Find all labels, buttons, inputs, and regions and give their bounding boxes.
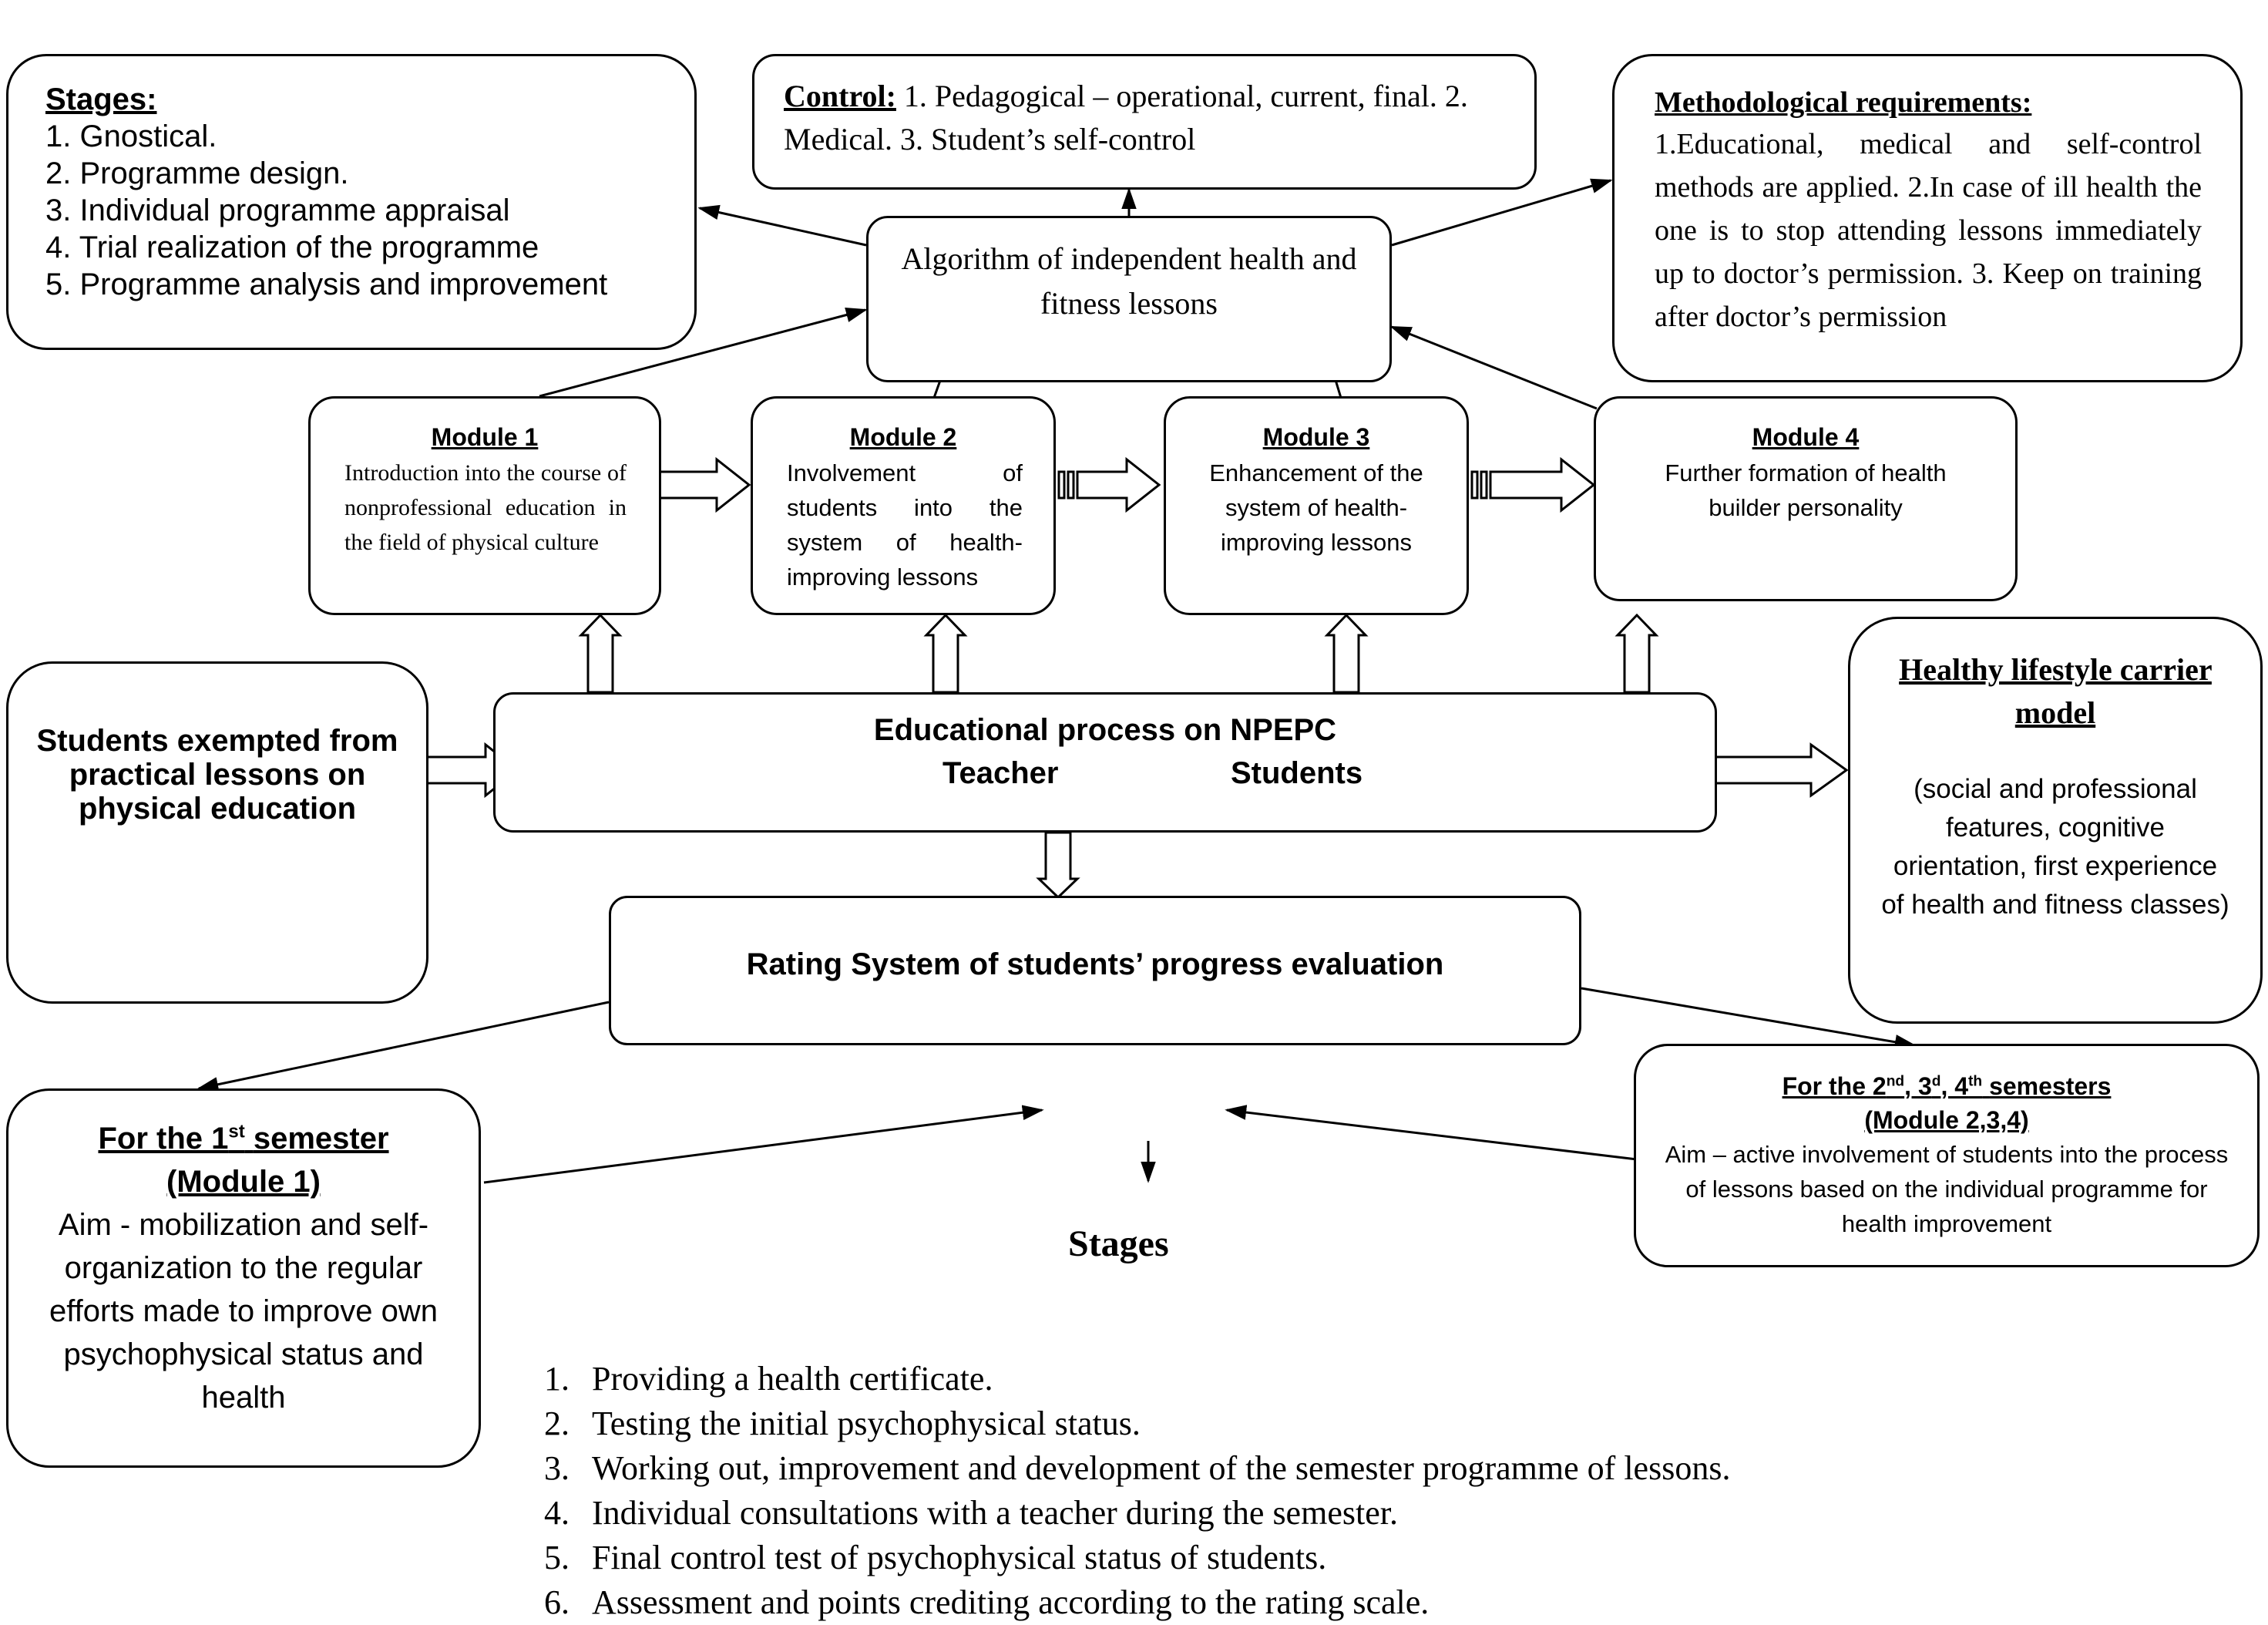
block-arrow-edu-to-module4 xyxy=(1614,613,1659,694)
module-4-box: Module 4 Further formation of health bui… xyxy=(1594,396,2018,601)
later-semesters-title-b: , 3 xyxy=(1904,1072,1932,1100)
bottom-stages-item: 2. Testing the initial psychophysical st… xyxy=(544,1401,2085,1446)
later-semesters-sup3: th xyxy=(1968,1073,1983,1090)
block-arrow-edu-to-module1 xyxy=(578,613,623,694)
module-4-text: Further formation of health builder pers… xyxy=(1665,459,1947,521)
module-1-box: Module 1 Introduction into the course of… xyxy=(308,396,661,615)
later-semesters-title-c: , 4 xyxy=(1940,1072,1969,1100)
bottom-stages-num: 2. xyxy=(544,1405,570,1442)
first-semester-title-b: semester xyxy=(253,1122,389,1156)
bottom-stages-item: 4. Individual consultations with a teach… xyxy=(544,1491,2085,1536)
educational-process-box: Educational process on NPEPC Teacher Stu… xyxy=(493,692,1717,833)
module-2-text: Involvement of students into the system … xyxy=(787,459,1023,590)
later-semesters-sup1: nd xyxy=(1886,1073,1905,1090)
bottom-stages-num: 4. xyxy=(544,1494,570,1532)
stages-item: 2. Programme design. xyxy=(45,156,349,190)
rating-system-box: Rating System of students’ progress eval… xyxy=(609,896,1581,1045)
healthy-lifestyle-text: (social and professional features, cogni… xyxy=(1881,774,2229,920)
arrow-algorithm-to-stages xyxy=(697,204,867,247)
module-2-box: Module 2 Involvement of students into th… xyxy=(751,396,1056,615)
healthy-lifestyle-box: Healthy lifestyle carrier model (social … xyxy=(1848,617,2263,1024)
later-semesters-title: For the 2nd, 3d, 4th semesters xyxy=(1664,1069,2229,1103)
methodological-text: 1.Educational, medical and self-control … xyxy=(1655,128,2202,333)
later-semesters-text: Aim – active involvement of students int… xyxy=(1665,1141,2229,1237)
educational-process-title: Educational process on NPEPC xyxy=(873,713,1337,747)
rating-system-text: Rating System of students’ progress eval… xyxy=(746,947,1444,981)
bottom-stages-list: 1. Providing a health certificate. 2. Te… xyxy=(544,1357,2085,1625)
bottom-stages-num: 6. xyxy=(544,1583,570,1621)
bottom-stages-num: 5. xyxy=(544,1539,570,1576)
stages-box: Stages: 1. Gnostical. 2. Programme desig… xyxy=(6,54,697,350)
stages-list: 1. Gnostical. 2. Programme design. 3. In… xyxy=(45,118,694,303)
bottom-stages-text: Assessment and points crediting accordin… xyxy=(592,1583,1430,1621)
healthy-lifestyle-title-part1: Healthy lifestyle carrier xyxy=(1899,652,2212,687)
stages-item: 1. Gnostical. xyxy=(45,119,217,153)
bottom-stages-item: 3. Working out, improvement and developm… xyxy=(544,1446,2085,1491)
stages-title: Stages: xyxy=(45,82,157,116)
block-arrow-module3-to-module4 xyxy=(1470,456,1596,513)
methodological-box: Methodological requirements: 1.Education… xyxy=(1612,54,2243,382)
bottom-stages-item: 6. Assessment and points crediting accor… xyxy=(544,1580,2085,1625)
module-1-text: Introduction into the course of nonprofe… xyxy=(344,460,627,555)
bottom-stages-title: Stages xyxy=(1068,1223,1169,1264)
arrow-rating-to-later-sem xyxy=(1581,987,1917,1050)
later-semesters-box: For the 2nd, 3d, 4th semesters (Module 2… xyxy=(1634,1044,2260,1267)
arrow-rating-to-first-sem xyxy=(197,1001,610,1092)
first-semester-text: Aim - mobilization and self-organization… xyxy=(49,1208,438,1415)
module-3-text: Enhancement of the system of health-impr… xyxy=(1209,459,1423,556)
block-arrow-edu-to-module3 xyxy=(1324,613,1369,694)
later-semesters-title-a: For the 2 xyxy=(1782,1072,1887,1100)
bottom-stages-text: Individual consultations with a teacher … xyxy=(592,1494,1398,1532)
arrow-module4-to-algorithm xyxy=(1389,325,1598,410)
teacher-label: Teacher xyxy=(942,756,1059,790)
module-4-title: Module 4 xyxy=(1752,423,1860,451)
arrow-later-sem-to-stages xyxy=(1225,1105,1638,1161)
bottom-stages-num: 1. xyxy=(544,1360,570,1398)
first-semester-title-a: For the 1 xyxy=(98,1122,229,1156)
stages-item: 4. Trial realization of the programme xyxy=(45,230,539,264)
healthy-lifestyle-title-part2: model xyxy=(2014,695,2096,730)
arrow-algorithm-to-method xyxy=(1391,178,1613,247)
block-arrow-edu-to-module2 xyxy=(923,613,968,694)
bottom-stages-text: Final control test of psychophysical sta… xyxy=(592,1539,1327,1576)
algorithm-text: Algorithm of independent health and fitn… xyxy=(901,241,1357,321)
bottom-stages-text: Providing a health certificate. xyxy=(592,1360,993,1398)
arrow-first-sem-to-stages xyxy=(483,1105,1044,1184)
exempted-box: Students exempted from practical lessons… xyxy=(6,661,428,1004)
exempted-text: Students exempted from practical lessons… xyxy=(36,724,398,826)
healthy-lifestyle-title: Healthy lifestyle carrier model xyxy=(1889,648,2222,735)
students-label: Students xyxy=(1231,756,1363,790)
control-title: Control: xyxy=(784,79,896,113)
stages-item: 5. Programme analysis and improvement xyxy=(45,267,608,301)
methodological-title: Methodological requirements: xyxy=(1655,86,2032,119)
module-3-title: Module 3 xyxy=(1262,423,1370,451)
first-semester-subtitle: (Module 1) xyxy=(166,1165,321,1199)
first-semester-box: For the 1st semester (Module 1) Aim - mo… xyxy=(6,1088,481,1468)
later-semesters-title-d: semesters xyxy=(1989,1072,2112,1100)
bottom-stages-text: Working out, improvement and development… xyxy=(592,1449,1731,1487)
stages-item: 3. Individual programme appraisal xyxy=(45,193,510,227)
bottom-stages-num: 3. xyxy=(544,1449,570,1487)
control-text: 1. Pedagogical – operational, current, f… xyxy=(784,79,1468,156)
later-semesters-sup2: d xyxy=(1931,1073,1941,1090)
bottom-stages-item: 1. Providing a health certificate. xyxy=(544,1357,2085,1401)
first-semester-title-sup: st xyxy=(228,1121,245,1142)
control-box: Control: 1. Pedagogical – operational, c… xyxy=(752,54,1537,190)
module-1-title: Module 1 xyxy=(431,423,539,451)
module-2-title: Module 2 xyxy=(849,423,957,451)
block-arrow-edu-to-rating xyxy=(1036,831,1080,900)
algorithm-box: Algorithm of independent health and fitn… xyxy=(866,216,1392,382)
bottom-stages-text: Testing the initial psychophysical statu… xyxy=(592,1405,1141,1442)
later-semesters-subtitle: (Module 2,3,4) xyxy=(1864,1106,2029,1134)
bottom-stages-item: 5. Final control test of psychophysical … xyxy=(544,1536,2085,1580)
block-arrow-module2-to-module3 xyxy=(1057,456,1161,513)
first-semester-title: For the 1st semester xyxy=(25,1117,462,1160)
arrow-module1-to-algorithm xyxy=(539,307,868,398)
module-3-box: Module 3 Enhancement of the system of he… xyxy=(1164,396,1469,615)
